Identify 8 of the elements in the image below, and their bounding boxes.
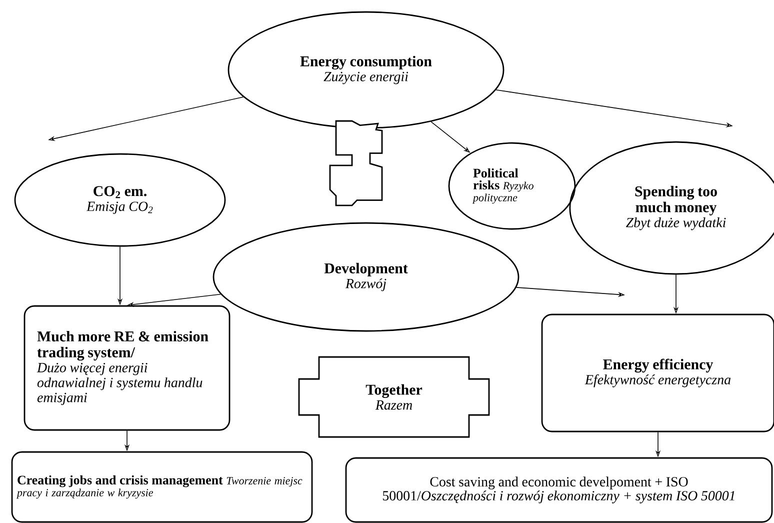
- rounded-box: Energy efficiency Efektywność energetyczna: [541, 314, 774, 432]
- rounded-box: Cost saving and economic develpoment + ISO 50001/Oszczędności i rozwój ekonomiczny + system ISO 50001: [345, 457, 773, 523]
- ellipse-node: CO$_{2}$ em. Emisja CO$_{2}$: [14, 153, 226, 247]
- rounded-box: Much more RE & emission trading system/ Dużo więcej energii odnawialnej i systemu handlu emisjami: [24, 305, 230, 431]
- ellipse-node: Development Rozwój: [212, 222, 520, 332]
- rounded-box: Creating jobs and crisis management Tworzenie miejsc pracy i zarządzanie w kryzysie: [11, 451, 313, 523]
- ellipse-node: Energy consumption Zużycie energii: [228, 11, 504, 129]
- ellipse-node: Political risks Ryzyko polityczne: [448, 142, 576, 230]
